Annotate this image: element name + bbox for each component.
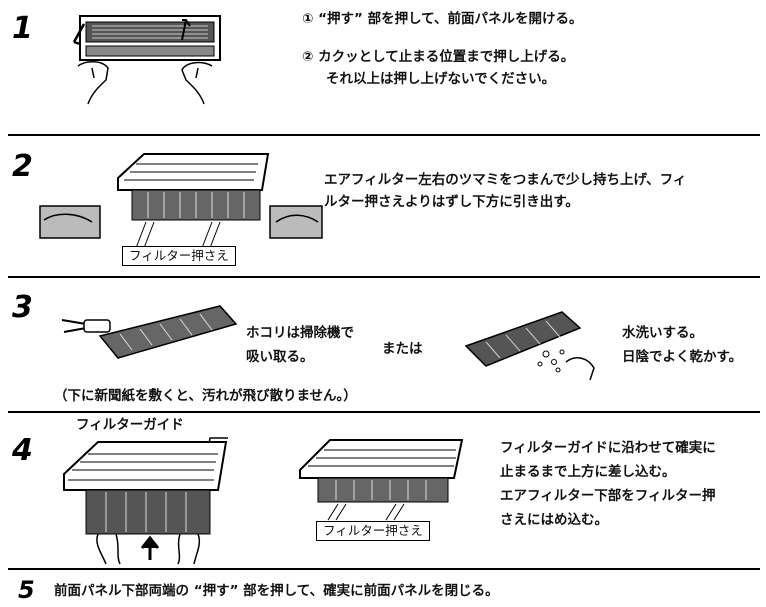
divider-2 <box>8 276 760 278</box>
step-3-note: （下に新聞紙を敷くと、汚れが飛び散りません。） <box>54 388 357 404</box>
step-2-filter-holder-label: フィルター押さえ <box>122 246 236 266</box>
step-2-line-1: エアフィルター左右のツマミをつまんで少し持ち上げ、フィ <box>324 172 687 188</box>
step-1-line-3: それ以上は押し上げないでください。 <box>326 71 556 87</box>
step-4-line-4: さえにはめ込む。 <box>500 512 608 528</box>
step-3-vacuum-illustration <box>61 305 238 359</box>
divider-3 <box>8 411 760 413</box>
divider-4 <box>8 568 760 570</box>
step-3-vacuum-line-1: ホコリは掃除機で <box>246 325 354 341</box>
step-4-unit-illustration <box>299 439 464 521</box>
step-1-number: 1 <box>12 11 33 46</box>
step-4-line-2: 止まるまで上方に差し込む。 <box>500 464 676 480</box>
step-4-insert-illustration <box>63 437 228 565</box>
step-3-wash-line-2: 日陰でよく乾かす。 <box>622 349 743 365</box>
step-3-vacuum-line-2: 吸い取る。 <box>246 349 314 365</box>
step-5-line-1: 前面パネル下部両端の “押す” 部を押して、確実に前面パネルを閉じる。 <box>54 583 499 599</box>
step-4-filter-holder-label: フィルター押さえ <box>316 521 430 541</box>
step-1-illustration <box>72 15 221 105</box>
step-3-or: または <box>382 341 423 357</box>
step-4-line-3: エアフィルター下部をフィルター押 <box>500 488 716 504</box>
step-5-number: 5 <box>18 576 35 604</box>
step-3-wash-illustration <box>464 311 595 381</box>
step-2-line-2: ルター押さえよりはずし下方に引き出す。 <box>324 194 579 210</box>
step-2-illustration <box>39 153 323 249</box>
step-3-number: 3 <box>12 290 33 325</box>
step-2-number: 2 <box>12 149 33 184</box>
step-4-guide-label: フィルターガイド <box>76 417 184 433</box>
step-4-line-1: フィルターガイドに沿わせて確実に <box>500 440 716 456</box>
step-1-line-2: ② カクッとして止まる位置まで押し上げる。 <box>302 49 575 65</box>
step-3-wash-line-1: 水洗いする。 <box>622 325 703 341</box>
divider-1 <box>8 134 760 136</box>
step-1-line-1: ① “押す” 部を押して、前面パネルを開ける。 <box>302 11 583 27</box>
step-4-number: 4 <box>12 433 33 468</box>
